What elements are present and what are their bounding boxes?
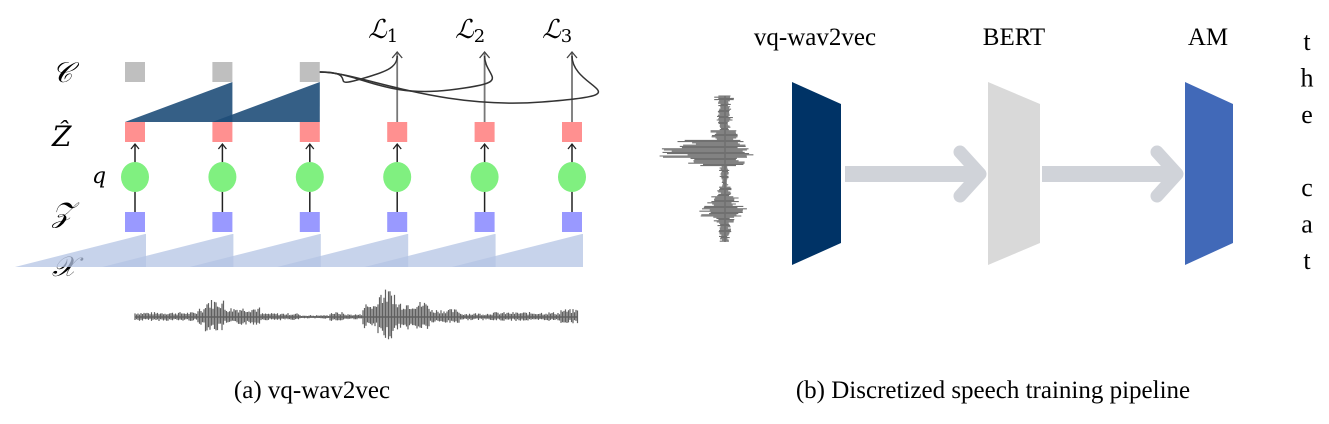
encoder-layer — [15, 234, 583, 267]
quantized-node — [474, 122, 495, 142]
loss-label-1: ℒ1 — [368, 15, 398, 47]
output-letter: c — [1301, 173, 1313, 202]
encoder-receptive-field — [15, 234, 146, 267]
loss-curve — [319, 55, 494, 93]
input-waveform-vertical — [659, 95, 754, 242]
latent-node — [562, 212, 582, 232]
loss-labels: ℒ1 ℒ2 ℒ3 — [368, 15, 572, 47]
caption-b: (b) Discretized speech training pipeline — [796, 377, 1190, 404]
input-waveform — [134, 289, 579, 340]
row-label-z-hat: Ẑ — [51, 120, 72, 153]
nodes — [121, 62, 586, 232]
aggregator-layer — [125, 82, 320, 122]
row-label-c: 𝒞 — [52, 56, 80, 89]
quantized-node — [562, 122, 582, 142]
latent-node — [474, 212, 495, 232]
quantizer-node — [558, 162, 586, 192]
aggregator-receptive-field — [125, 82, 233, 122]
arrow-head-icon — [480, 142, 490, 150]
output-letter: a — [1301, 210, 1313, 239]
encoder-receptive-field — [364, 234, 496, 267]
aggregator-receptive-field — [212, 82, 320, 122]
latent-node — [212, 212, 233, 232]
waveform-trace — [659, 95, 754, 242]
output-letter: t — [1303, 27, 1311, 56]
waveform-trace — [134, 289, 579, 340]
context-node — [125, 62, 145, 82]
caption-a: (a) vq-wav2vec — [234, 377, 390, 404]
label-am: AM — [1188, 24, 1228, 51]
latent-node — [125, 212, 145, 232]
arrow-head-icon — [217, 142, 227, 150]
panel-a-vq-wav2vec-diagram: 𝒞 Ẑ q 𝒵 𝒳 ℒ1 ℒ2 ℒ3 (a) vq-wav2vec — [15, 15, 600, 404]
quantized-node — [387, 122, 408, 142]
arrow-head-icon — [566, 50, 578, 59]
quantizer-node — [295, 162, 324, 192]
label-bert: BERT — [983, 24, 1045, 51]
output-letter: h — [1301, 64, 1314, 93]
encoder-receptive-field — [452, 234, 583, 267]
latent-node — [299, 212, 320, 232]
loss-curves — [319, 55, 600, 104]
arrow-head-icon — [305, 142, 315, 150]
output-letter: t — [1303, 246, 1311, 275]
loss-label-3: ℒ3 — [542, 15, 572, 47]
arrow-head-icon — [130, 142, 140, 150]
quantized-node — [212, 122, 233, 142]
context-node — [299, 62, 320, 82]
quantized-node — [299, 122, 320, 142]
arrow-head-icon — [391, 50, 403, 59]
output-letter: e — [1301, 100, 1313, 129]
encoder-receptive-field — [189, 234, 321, 267]
arrow-vqwav2vec-to-bert — [845, 145, 987, 203]
block-vq-wav2vec — [792, 82, 841, 265]
block-bert — [988, 82, 1040, 265]
arrow-head-icon — [479, 50, 491, 59]
row-label-z: 𝒵 — [51, 196, 80, 229]
quantizer-node — [208, 162, 237, 192]
encoder-receptive-field — [277, 234, 409, 267]
loss-curve — [319, 55, 600, 104]
quantized-node — [125, 122, 145, 142]
latent-node — [387, 212, 408, 232]
quantizer-node — [121, 162, 149, 192]
quantizer-node — [470, 162, 499, 192]
arrow-bert-to-am — [1042, 145, 1184, 203]
arrow-head-icon — [392, 142, 402, 150]
encoder-receptive-field — [102, 234, 234, 267]
quantizer-node — [383, 162, 412, 192]
arrow-head-icon — [567, 142, 577, 150]
block-am — [1185, 82, 1233, 265]
context-node — [212, 62, 233, 82]
loss-label-2: ℒ2 — [455, 15, 485, 47]
label-vq-wav2vec: vq-wav2vec — [754, 24, 876, 51]
quantizer-label-q: q — [92, 164, 106, 189]
connectors — [130, 50, 578, 212]
